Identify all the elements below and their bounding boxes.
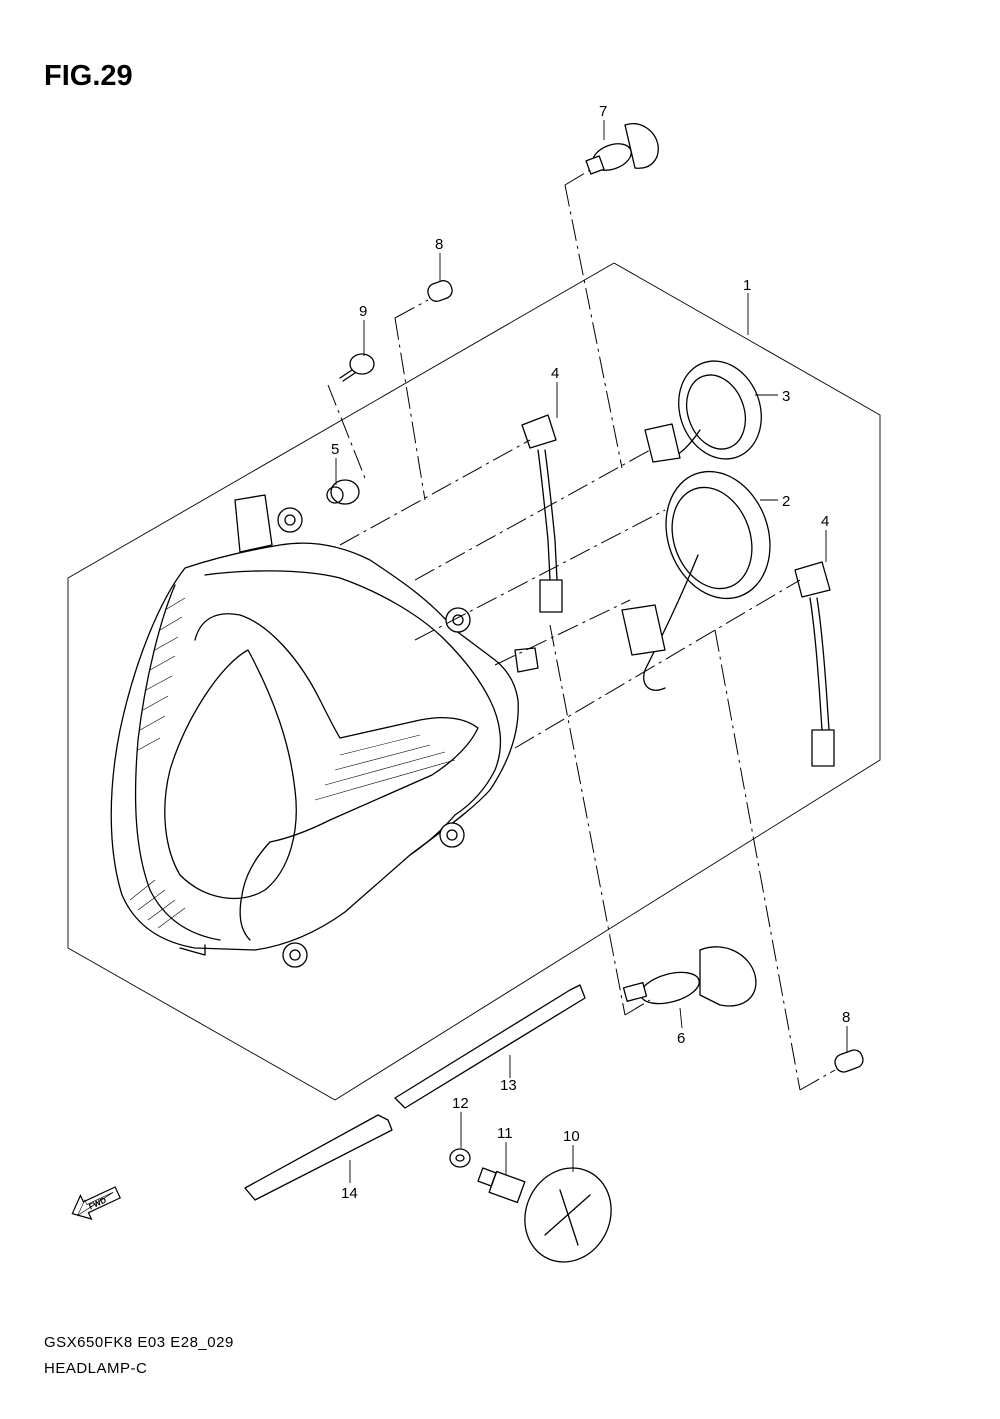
part-10-cap xyxy=(524,1167,612,1263)
part-group-name: HEADLAMP-C xyxy=(44,1360,148,1377)
callout-8-upper: 8 xyxy=(435,236,443,253)
figure-title: FIG.29 xyxy=(44,60,133,92)
part-8-lower-bulb xyxy=(834,1049,864,1073)
assembly-guide-lines xyxy=(327,169,836,1091)
part-7-bulb xyxy=(585,123,659,175)
callout-3: 3 xyxy=(782,388,790,405)
callout-13: 13 xyxy=(500,1077,517,1094)
callout-labels: 1 2 3 4 4 5 6 7 8 8 9 10 11 12 13 14 xyxy=(331,103,850,1202)
part-14-trim-strip xyxy=(244,1114,393,1201)
part-4-lower-harness xyxy=(794,561,835,767)
part-4-upper-harness xyxy=(521,414,563,613)
part-3-socket xyxy=(644,360,762,463)
fwd-arrow-icon: FWD xyxy=(71,1186,121,1220)
part-5-grommet xyxy=(326,479,360,505)
part-11-stud xyxy=(477,1167,526,1204)
part-6-bulb xyxy=(622,946,757,1007)
callout-8-lower: 8 xyxy=(842,1009,850,1026)
callout-1: 1 xyxy=(743,277,751,294)
callout-12: 12 xyxy=(452,1095,469,1112)
callout-4-upper: 4 xyxy=(551,365,559,382)
part-2-socket xyxy=(621,470,771,691)
part-12-washer xyxy=(449,1148,471,1168)
callout-5: 5 xyxy=(331,441,339,458)
callout-10: 10 xyxy=(563,1128,580,1145)
callout-9: 9 xyxy=(359,303,367,320)
part-13-trim-strip xyxy=(394,984,586,1109)
callout-2: 2 xyxy=(782,493,790,510)
part-8-upper-bulb xyxy=(427,280,453,302)
part-9-screw xyxy=(339,353,375,382)
assembly-boundary xyxy=(67,262,881,1101)
callout-11: 11 xyxy=(497,1125,513,1142)
callout-leaders xyxy=(335,120,848,1183)
headlamp-housing xyxy=(110,494,539,968)
callout-4-lower: 4 xyxy=(821,513,829,530)
callout-6: 6 xyxy=(677,1030,685,1047)
model-code: GSX650FK8 E03 E28_029 xyxy=(44,1334,234,1351)
callout-7: 7 xyxy=(599,103,607,120)
callout-14: 14 xyxy=(341,1185,358,1202)
